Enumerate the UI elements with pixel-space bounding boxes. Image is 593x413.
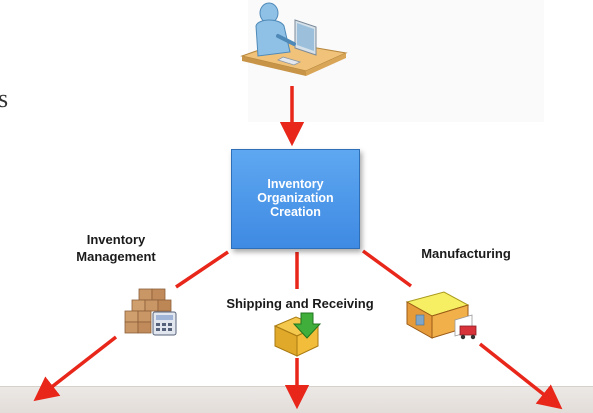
arrow-inventory-out — [33, 335, 118, 402]
line-center-to-manufacturing — [361, 249, 413, 288]
line-center-to-inventory — [175, 250, 229, 289]
factory-truck-icon — [405, 291, 477, 340]
branch-label-manufacturing: Manufacturing — [421, 246, 511, 261]
branch-label-shipping-and-receiving: Shipping and Receiving — [226, 296, 374, 311]
edge-glyph: s — [0, 84, 9, 113]
arrow-manufacturing-out — [478, 342, 563, 410]
branch-label-inventory-management: Inventory Management — [76, 232, 156, 264]
user-at-computer-icon — [240, 2, 348, 76]
box-down-arrow-icon — [273, 312, 322, 357]
center-node: Inventory Organization Creation — [231, 149, 360, 249]
center-node-label: Inventory Organization Creation — [257, 177, 334, 219]
boxes-calculator-icon — [124, 288, 177, 336]
